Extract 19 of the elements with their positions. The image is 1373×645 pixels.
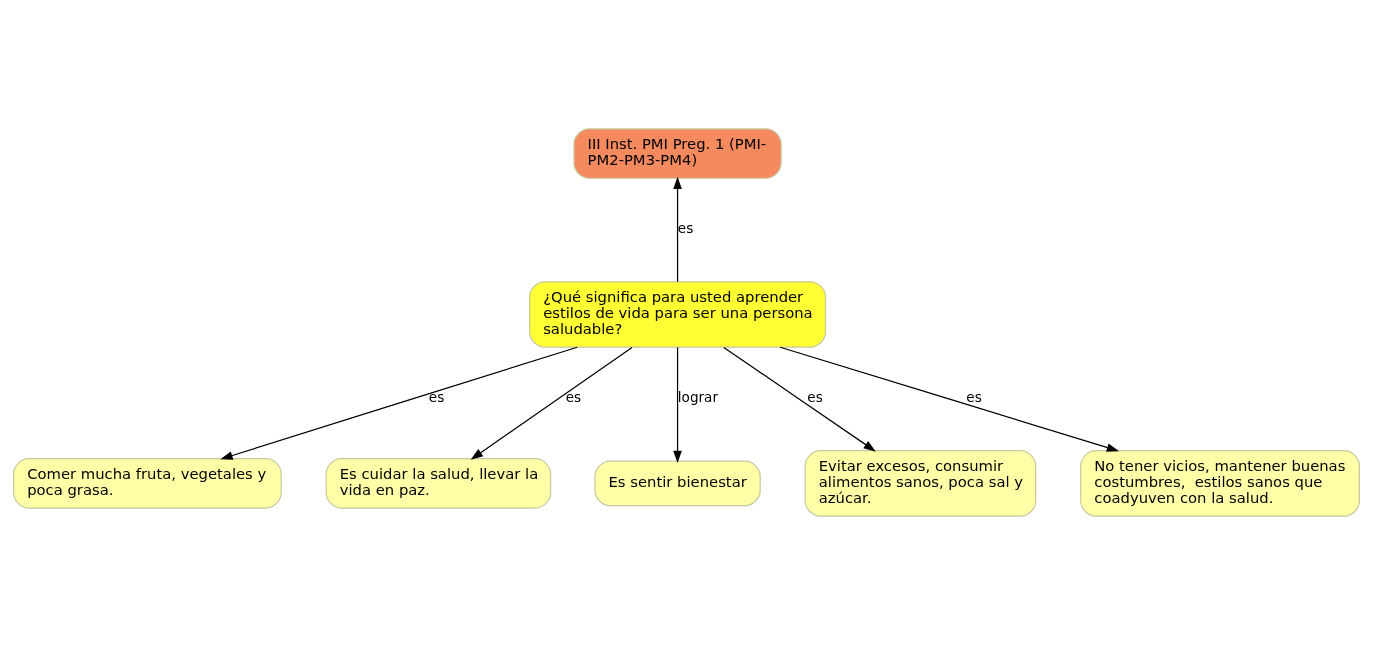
node-box: Comer mucha fruta, vegetales y poca grasa.: [13, 458, 282, 509]
node-box: Es sentir bienestar: [594, 460, 761, 507]
node-box: III Inst. PMI Preg. 1 (PMI-PM2-PM3-PM4): [573, 128, 782, 179]
node-box: Evitar excesos, consumir alimentos sanos, poca sal y azúcar.: [804, 450, 1037, 517]
edge-label: es: [428, 389, 445, 406]
edge-label: es: [807, 389, 823, 406]
arrow: [470, 346, 633, 460]
node-box: Es cuidar la salud, llevar la vida en paz.: [325, 458, 552, 509]
arrow: [723, 346, 876, 452]
edge-label: lograr: [677, 389, 718, 406]
arrow: [220, 346, 578, 460]
arrow: [673, 176, 682, 283]
edge-label: es: [565, 389, 582, 406]
node-box: No tener vicios, mantener buenas costumbres, estilos sanos que coadyuven con la salud.: [1080, 450, 1360, 517]
arrow: [673, 346, 682, 463]
node-box: ¿Qué significa para usted aprender estilos de vida para ser una persona saludable?: [529, 281, 827, 348]
edge-label: es: [677, 220, 694, 237]
arrow: [779, 346, 1120, 452]
edge-label: es: [966, 389, 982, 406]
